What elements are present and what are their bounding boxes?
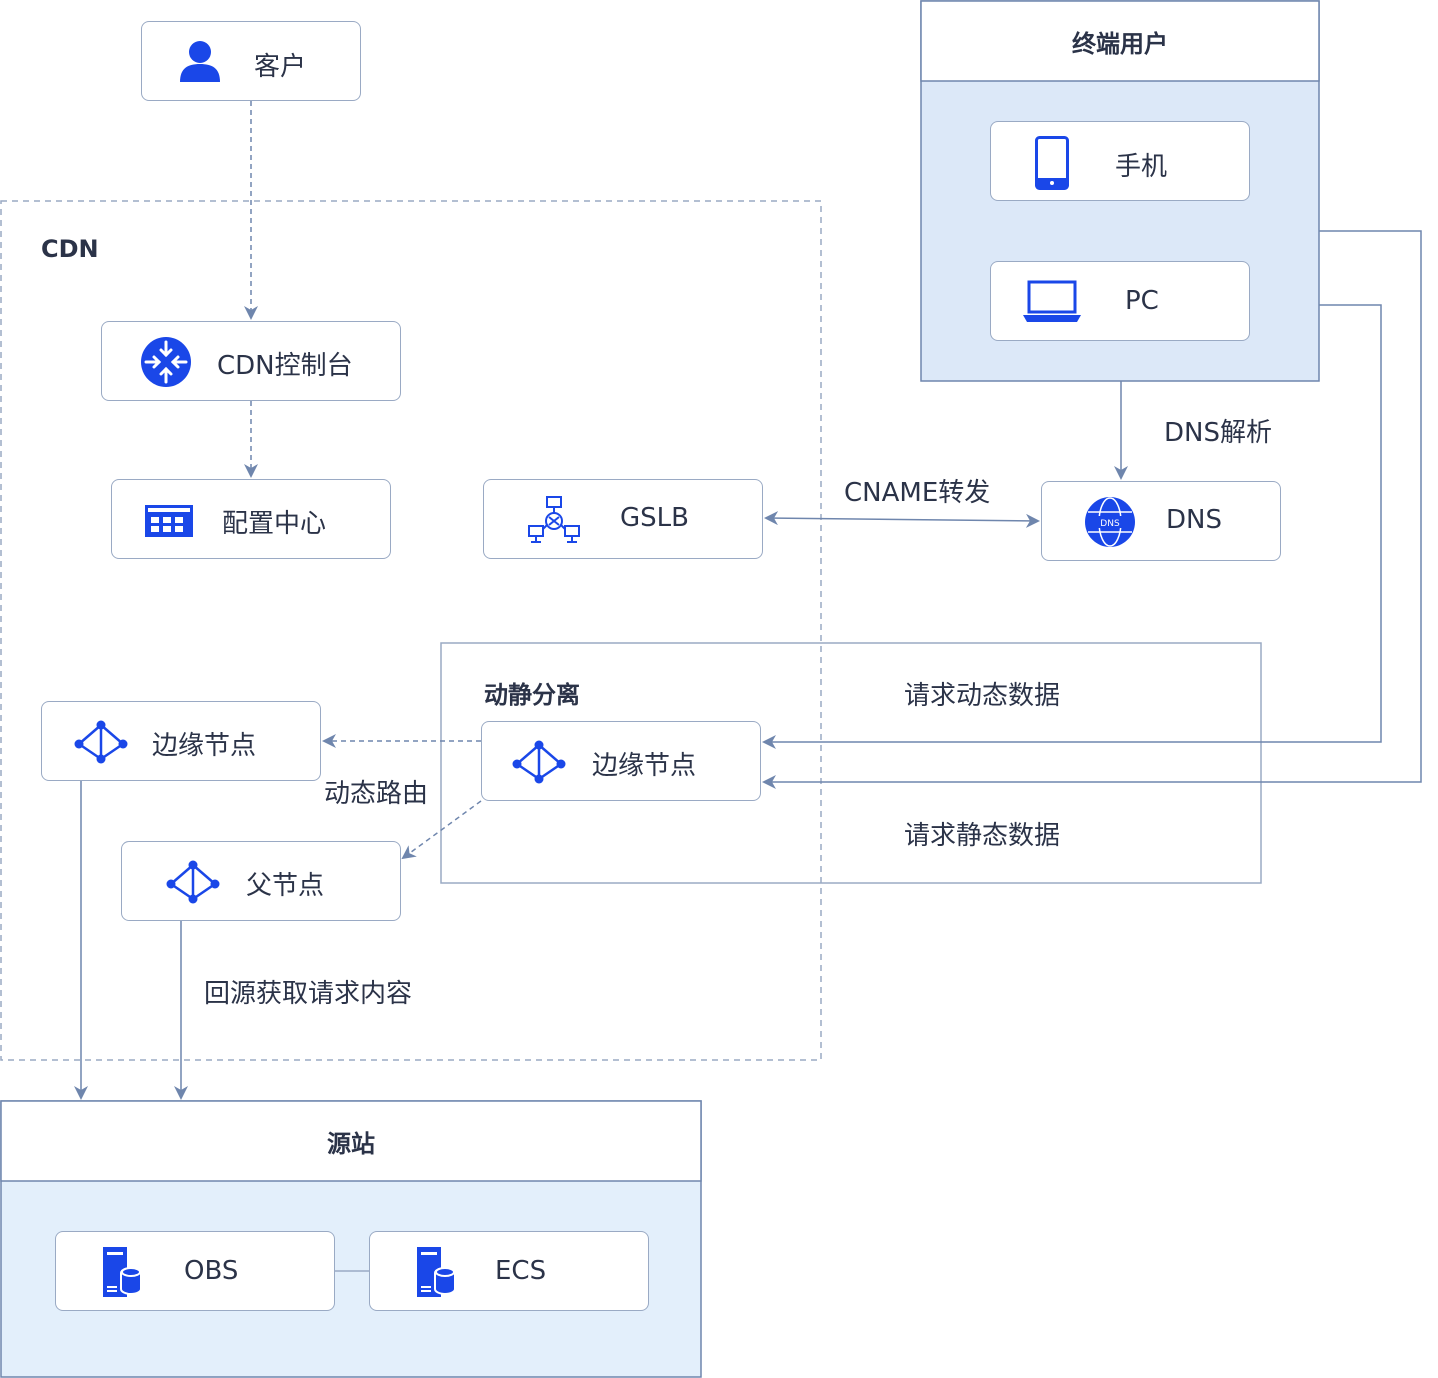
edge-gslb-dns	[764, 511, 1040, 528]
server-db-icon	[417, 1247, 456, 1297]
dashboard-icon	[145, 505, 193, 537]
dns-node[interactable]: DNS DNS	[1041, 481, 1281, 561]
network-icon	[528, 496, 580, 543]
cdn-console-label: CDN控制台	[217, 351, 353, 381]
cdn-group-frame	[0, 200, 822, 1061]
label-dns-resolve: DNS解析	[1164, 412, 1272, 449]
parent-node-label: 父节点	[246, 871, 325, 901]
server-db-icon	[103, 1247, 142, 1297]
gslb-node[interactable]: GSLB	[483, 479, 763, 559]
static-dynamic-title: 动静分离	[484, 681, 580, 709]
end-users-header	[920, 0, 1320, 82]
label-dynamic-routing: 动态路由	[324, 773, 429, 810]
phone-icon	[1035, 136, 1069, 190]
static-dynamic-frame	[440, 642, 1262, 884]
label-back-to-origin: 回源获取请求内容	[204, 979, 413, 1009]
obs-label: OBS	[184, 1256, 239, 1286]
node-icon	[74, 720, 128, 764]
laptop-icon	[1023, 280, 1081, 322]
edge-node-center[interactable]: 边缘节点	[481, 721, 761, 801]
svg-text:DNS: DNS	[1100, 519, 1120, 529]
edge-node-center-label: 边缘节点	[592, 751, 697, 781]
edge-center-parent	[401, 800, 482, 860]
phone-label: 手机	[1115, 152, 1168, 182]
cdn-group-title: CDN	[41, 235, 99, 263]
label-request-dynamic: 请求动态数据	[904, 681, 1061, 711]
origin-title: 源站	[327, 1130, 375, 1158]
ecs-label: ECS	[495, 1256, 547, 1286]
pc-label: PC	[1125, 286, 1159, 316]
edge-node-left[interactable]: 边缘节点	[41, 701, 321, 781]
edge-node-left-label: 边缘节点	[152, 731, 257, 761]
node-icon	[166, 860, 220, 904]
dns-label: DNS	[1166, 505, 1222, 535]
config-center-label: 配置中心	[222, 509, 327, 539]
obs-node[interactable]: OBS	[55, 1231, 335, 1311]
label-cname-forward: CNAME转发	[844, 478, 991, 508]
pc-node[interactable]: PC	[990, 261, 1250, 341]
edge-static-request	[762, 230, 1422, 789]
gslb-label: GSLB	[620, 503, 689, 533]
cdn-console-node[interactable]: CDN控制台	[101, 321, 401, 401]
label-request-static: 请求静态数据	[904, 821, 1061, 851]
parent-node[interactable]: 父节点	[121, 841, 401, 921]
node-icon	[512, 740, 566, 784]
end-users-title: 终端用户	[1072, 30, 1168, 58]
user-icon	[180, 41, 220, 82]
globe-icon: DNS	[1085, 497, 1135, 547]
config-center-node[interactable]: 配置中心	[111, 479, 391, 559]
origin-header	[0, 1100, 702, 1182]
phone-node[interactable]: 手机	[990, 121, 1250, 201]
edge-dynamic-request	[762, 304, 1382, 749]
customer-label: 客户	[254, 52, 307, 82]
router-icon	[141, 337, 191, 387]
ecs-node[interactable]: ECS	[369, 1231, 649, 1311]
customer-node[interactable]: 客户	[141, 21, 361, 101]
